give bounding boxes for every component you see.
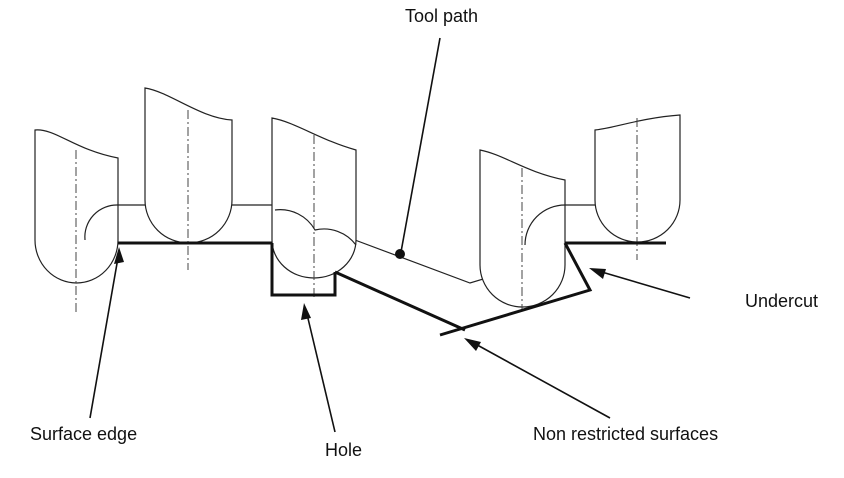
tool-4	[479, 149, 566, 310]
ball-arc-4	[524, 204, 566, 246]
label-non-restricted-surfaces: Non restricted surfaces	[533, 424, 719, 444]
tool-5	[594, 114, 681, 260]
hole-outline	[270, 243, 337, 297]
label-tool-path: Tool path	[405, 6, 479, 26]
ball-arc-3	[274, 209, 357, 246]
arrow-hole	[301, 303, 336, 433]
tool-2	[144, 87, 233, 270]
label-hole: Hole	[325, 440, 363, 460]
arrow-undercut	[589, 268, 691, 299]
arrow-tool-path	[400, 37, 441, 253]
label-surface-edge: Surface edge	[30, 424, 138, 444]
label-undercut: Undercut	[745, 291, 819, 311]
non-restricted-surface-a	[334, 270, 466, 332]
tool-1	[34, 129, 119, 315]
arrow-non-restricted	[464, 338, 611, 419]
ball-arc-1	[84, 204, 119, 241]
arrow-surface-edge	[89, 247, 124, 419]
non-restricted-surface-b	[439, 242, 593, 337]
tool-3	[271, 117, 357, 300]
tool-path-dot	[395, 249, 405, 259]
